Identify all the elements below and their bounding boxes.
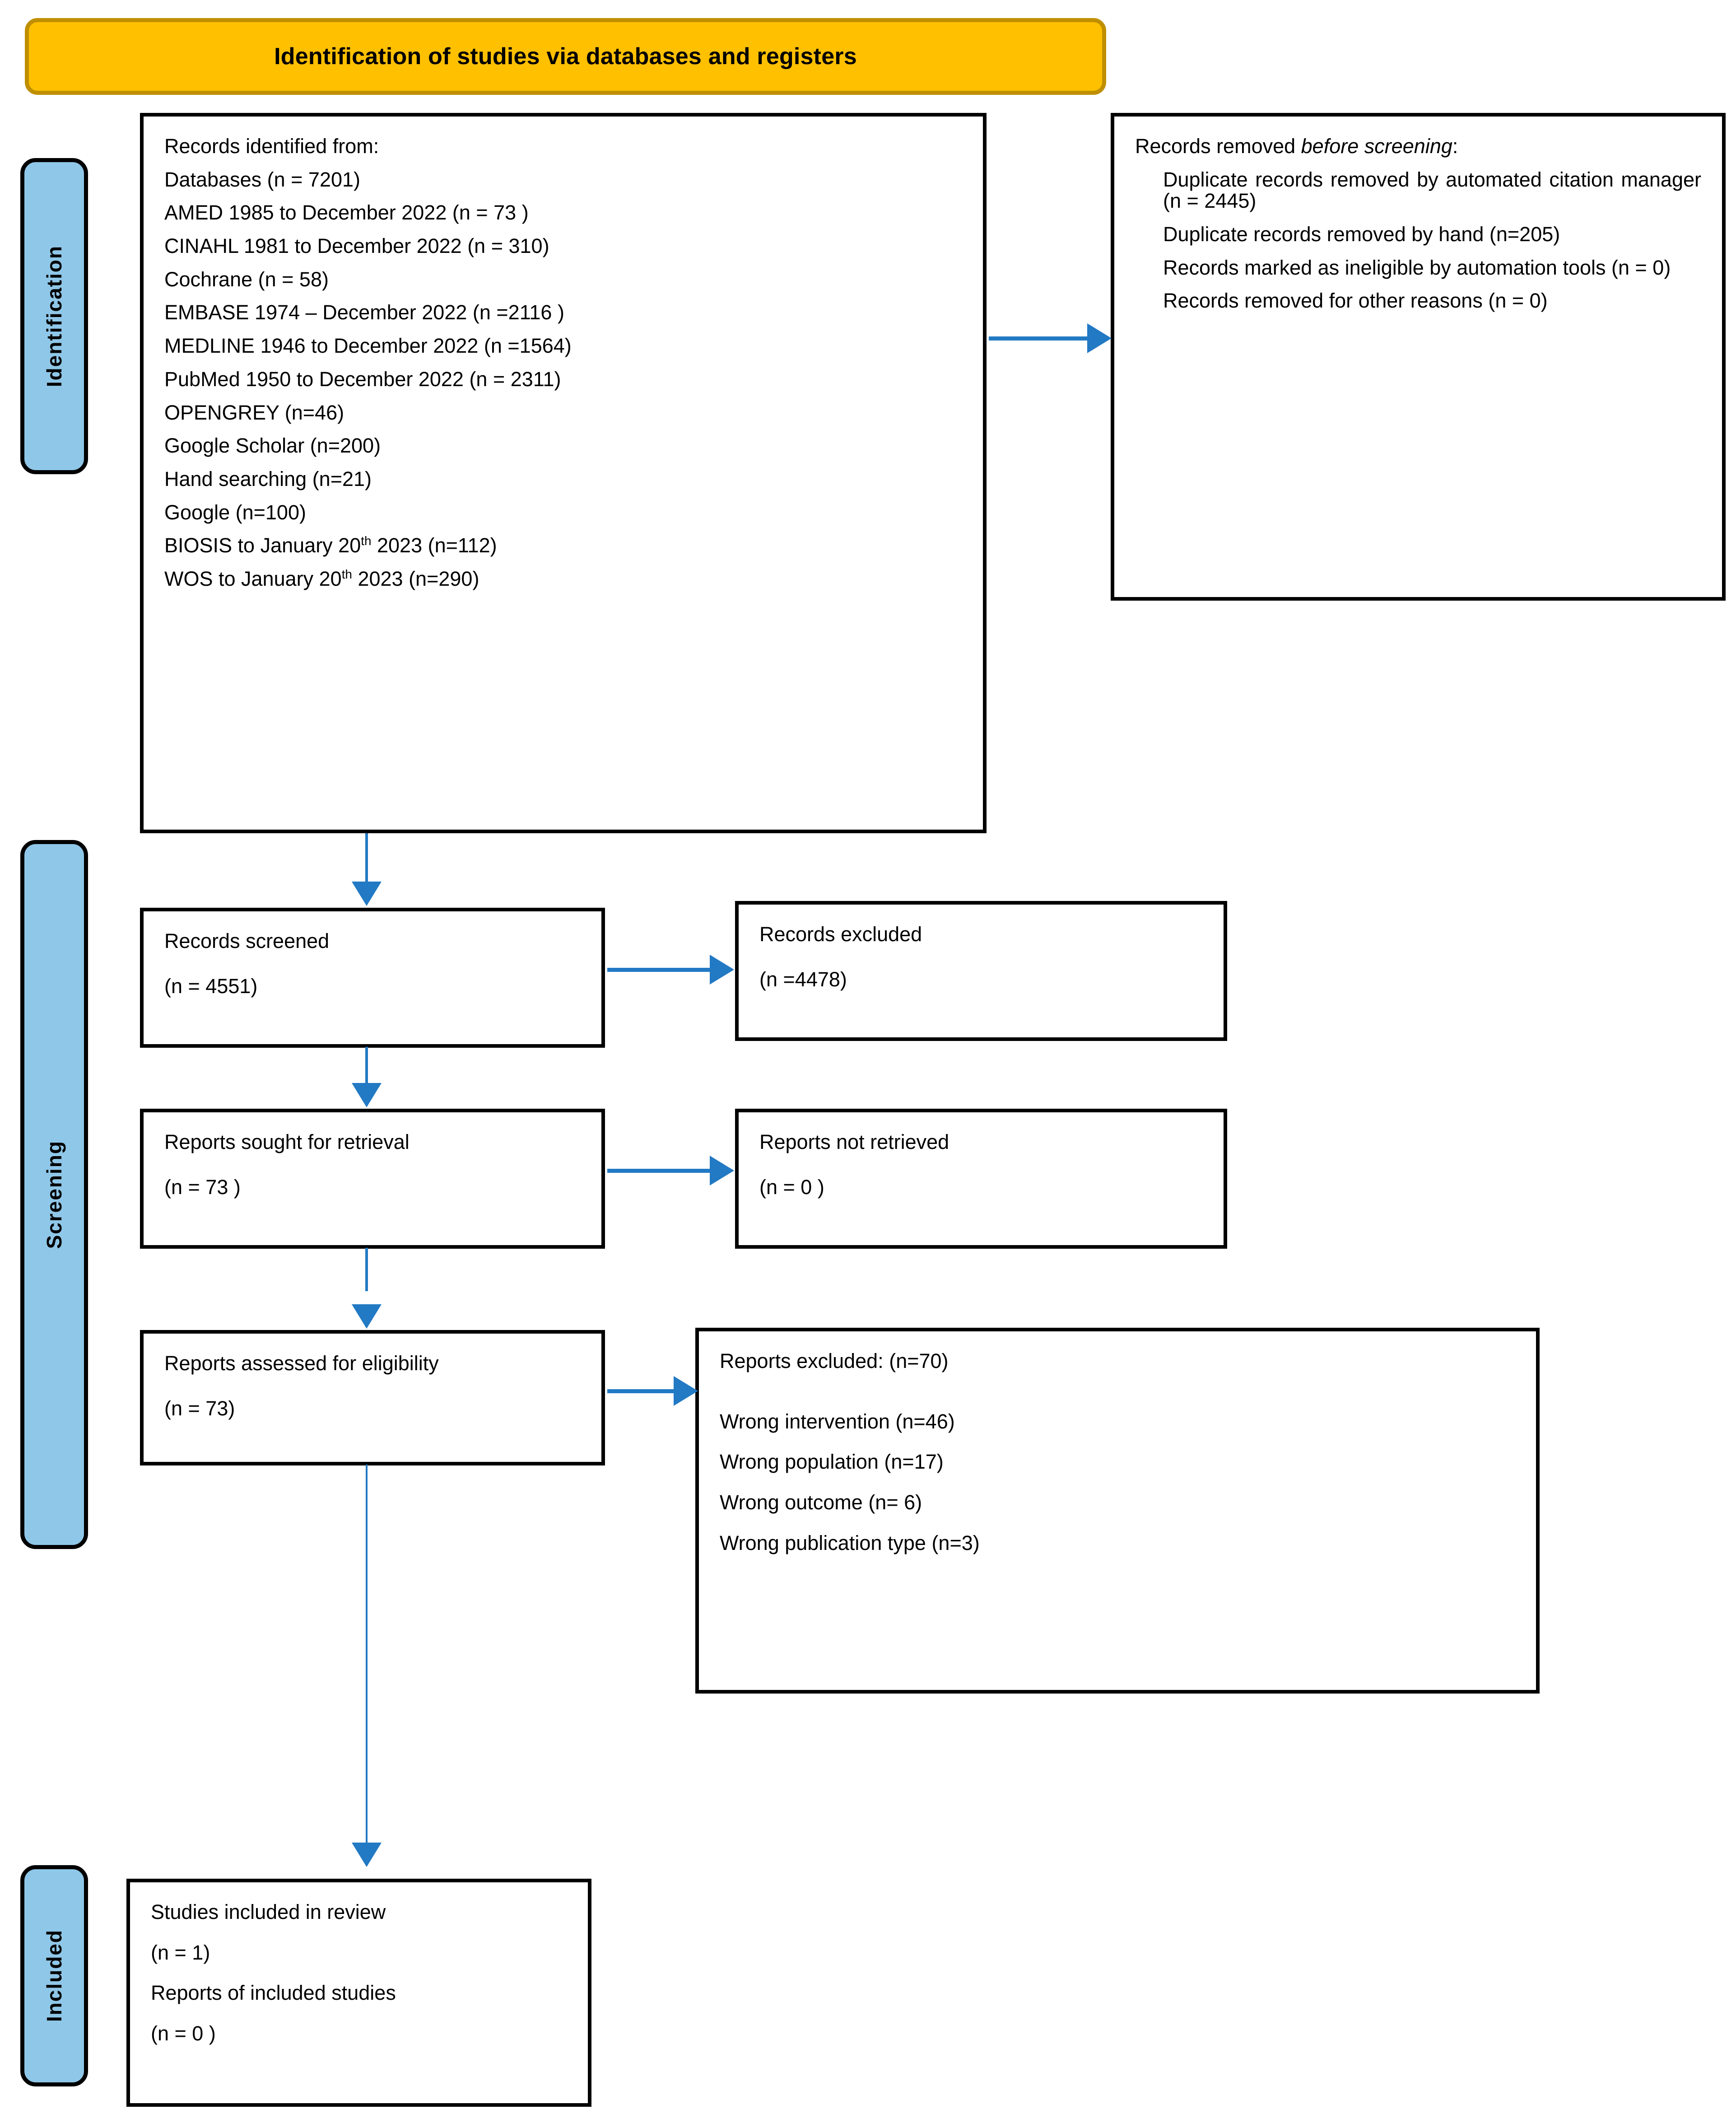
connector-assessed-to-included [366, 1465, 368, 1846]
reports-included-count: (n = 0 ) [151, 2022, 216, 2045]
stage-label-included: Included [42, 1929, 66, 2022]
studies-included-count: (n = 1) [151, 1941, 210, 1964]
box-reports-not-retrieved: Reports not retrieved (n = 0 ) [735, 1109, 1227, 1249]
reports-not-retrieved-label: Reports not retrieved [759, 1130, 949, 1153]
reports-excluded-reason: Wrong outcome (n= 6) [720, 1491, 922, 1514]
reports-sought-label: Reports sought for retrieval [164, 1130, 410, 1153]
box-reports-assessed: Reports assessed for eligibility (n = 73… [140, 1330, 605, 1465]
box-reports-sought: Reports sought for retrieval (n = 73 ) [140, 1109, 605, 1249]
arrowhead-identified-to-screened [352, 882, 382, 906]
records-identified-line: EMBASE 1974 – December 2022 (n =2116 ) [164, 301, 564, 324]
records-identified-line: OPENGREY (n=46) [164, 401, 344, 424]
records-screened-count: (n = 4551) [164, 974, 258, 998]
records-identified-line: Cochrane (n = 58) [164, 267, 329, 291]
reports-excluded-reason: Wrong intervention (n=46) [720, 1409, 955, 1433]
records-identified-line: CINAHL 1981 to December 2022 (n = 310) [164, 234, 549, 258]
box-reports-excluded: Reports excluded: (n=70) Wrong intervent… [695, 1328, 1540, 1694]
arrowhead-sought-to-not-retrieved [710, 1156, 734, 1185]
arrowhead-assessed-to-included [352, 1843, 382, 1867]
reports-sought-count: (n = 73 ) [164, 1175, 241, 1199]
connector-sought-to-not-retrieved [607, 1169, 711, 1173]
box-studies-included: Studies included in review (n = 1) Repor… [126, 1879, 591, 2107]
banner-title: Identification of studies via databases … [274, 43, 857, 70]
connector-screened-to-sought [365, 1047, 368, 1086]
arrowhead-assessed-to-reports-excluded [674, 1376, 698, 1406]
records-identified-line: MEDLINE 1946 to December 2022 (n =1564) [164, 334, 572, 358]
reports-not-retrieved-count: (n = 0 ) [759, 1175, 824, 1199]
stage-bar-screening: Screening [20, 840, 88, 1549]
studies-included-label: Studies included in review [151, 1900, 386, 1923]
reports-excluded-reason: Wrong publication type (n=3) [720, 1531, 980, 1554]
records-identified-line: PubMed 1950 to December 2022 (n = 2311) [164, 367, 561, 391]
records-identified-line: Hand searching (n=21) [164, 467, 372, 490]
records-removed-item: Records marked as ineligible by automati… [1163, 256, 1671, 279]
reports-excluded-heading: Reports excluded: (n=70) [720, 1349, 949, 1372]
connector-assessed-to-reports-excluded [607, 1389, 675, 1393]
records-removed-item: Duplicate records removed by hand (n=205… [1163, 223, 1560, 246]
records-removed-item: Duplicate records removed by automated c… [1163, 168, 1701, 213]
arrowhead-screened-to-sought [352, 1083, 382, 1107]
heading-italic-emphasis: before screening [1301, 135, 1452, 158]
records-identified-line-biosis: BIOSIS to January 20th 2023 (n=112) [164, 534, 497, 557]
stage-label-identification: Identification [42, 245, 66, 387]
box-records-identified: Records identified from: Databases (n = … [140, 113, 987, 833]
records-screened-label: Records screened [164, 929, 330, 952]
ordinal-superscript: th [361, 534, 372, 548]
records-identified-line-wos: WOS to January 20th 2023 (n=290) [164, 567, 479, 590]
connector-identified-to-removed [989, 336, 1088, 341]
reports-included-label: Reports of included studies [151, 1981, 396, 2005]
records-removed-item: Records removed for other reasons (n = 0… [1163, 289, 1548, 313]
records-identified-line: Google Scholar (n=200) [164, 434, 381, 457]
box-records-screened: Records screened (n = 4551) [140, 908, 605, 1048]
stage-bar-identification: Identification [20, 158, 88, 474]
connector-sought-to-assessed [365, 1248, 368, 1291]
records-removed-heading: Records removed before screening: [1135, 135, 1458, 158]
records-identified-line: AMED 1985 to December 2022 (n = 73 ) [164, 201, 529, 224]
stage-bar-included: Included [20, 1865, 88, 2086]
records-excluded-count: (n =4478) [759, 967, 847, 991]
box-records-removed: Records removed before screening: Duplic… [1111, 113, 1726, 601]
arrowhead-identified-to-removed [1087, 323, 1112, 353]
records-excluded-label: Records excluded [759, 923, 922, 946]
identification-banner: Identification of studies via databases … [25, 18, 1106, 95]
reports-assessed-count: (n = 73) [164, 1396, 235, 1420]
ordinal-superscript: th [341, 567, 352, 581]
connector-screened-to-excluded [607, 968, 711, 972]
box-records-excluded: Records excluded (n =4478) [735, 901, 1227, 1041]
records-identified-line: Databases (n = 7201) [164, 168, 361, 191]
stage-label-screening: Screening [42, 1140, 66, 1249]
records-identified-heading: Records identified from: [164, 135, 379, 158]
arrowhead-sought-to-assessed [352, 1304, 382, 1329]
connector-identified-to-screened [365, 833, 368, 884]
reports-assessed-label: Reports assessed for eligibility [164, 1352, 439, 1375]
records-identified-line: Google (n=100) [164, 500, 306, 524]
reports-excluded-reason: Wrong population (n=17) [720, 1450, 944, 1474]
arrowhead-screened-to-excluded [710, 955, 734, 985]
